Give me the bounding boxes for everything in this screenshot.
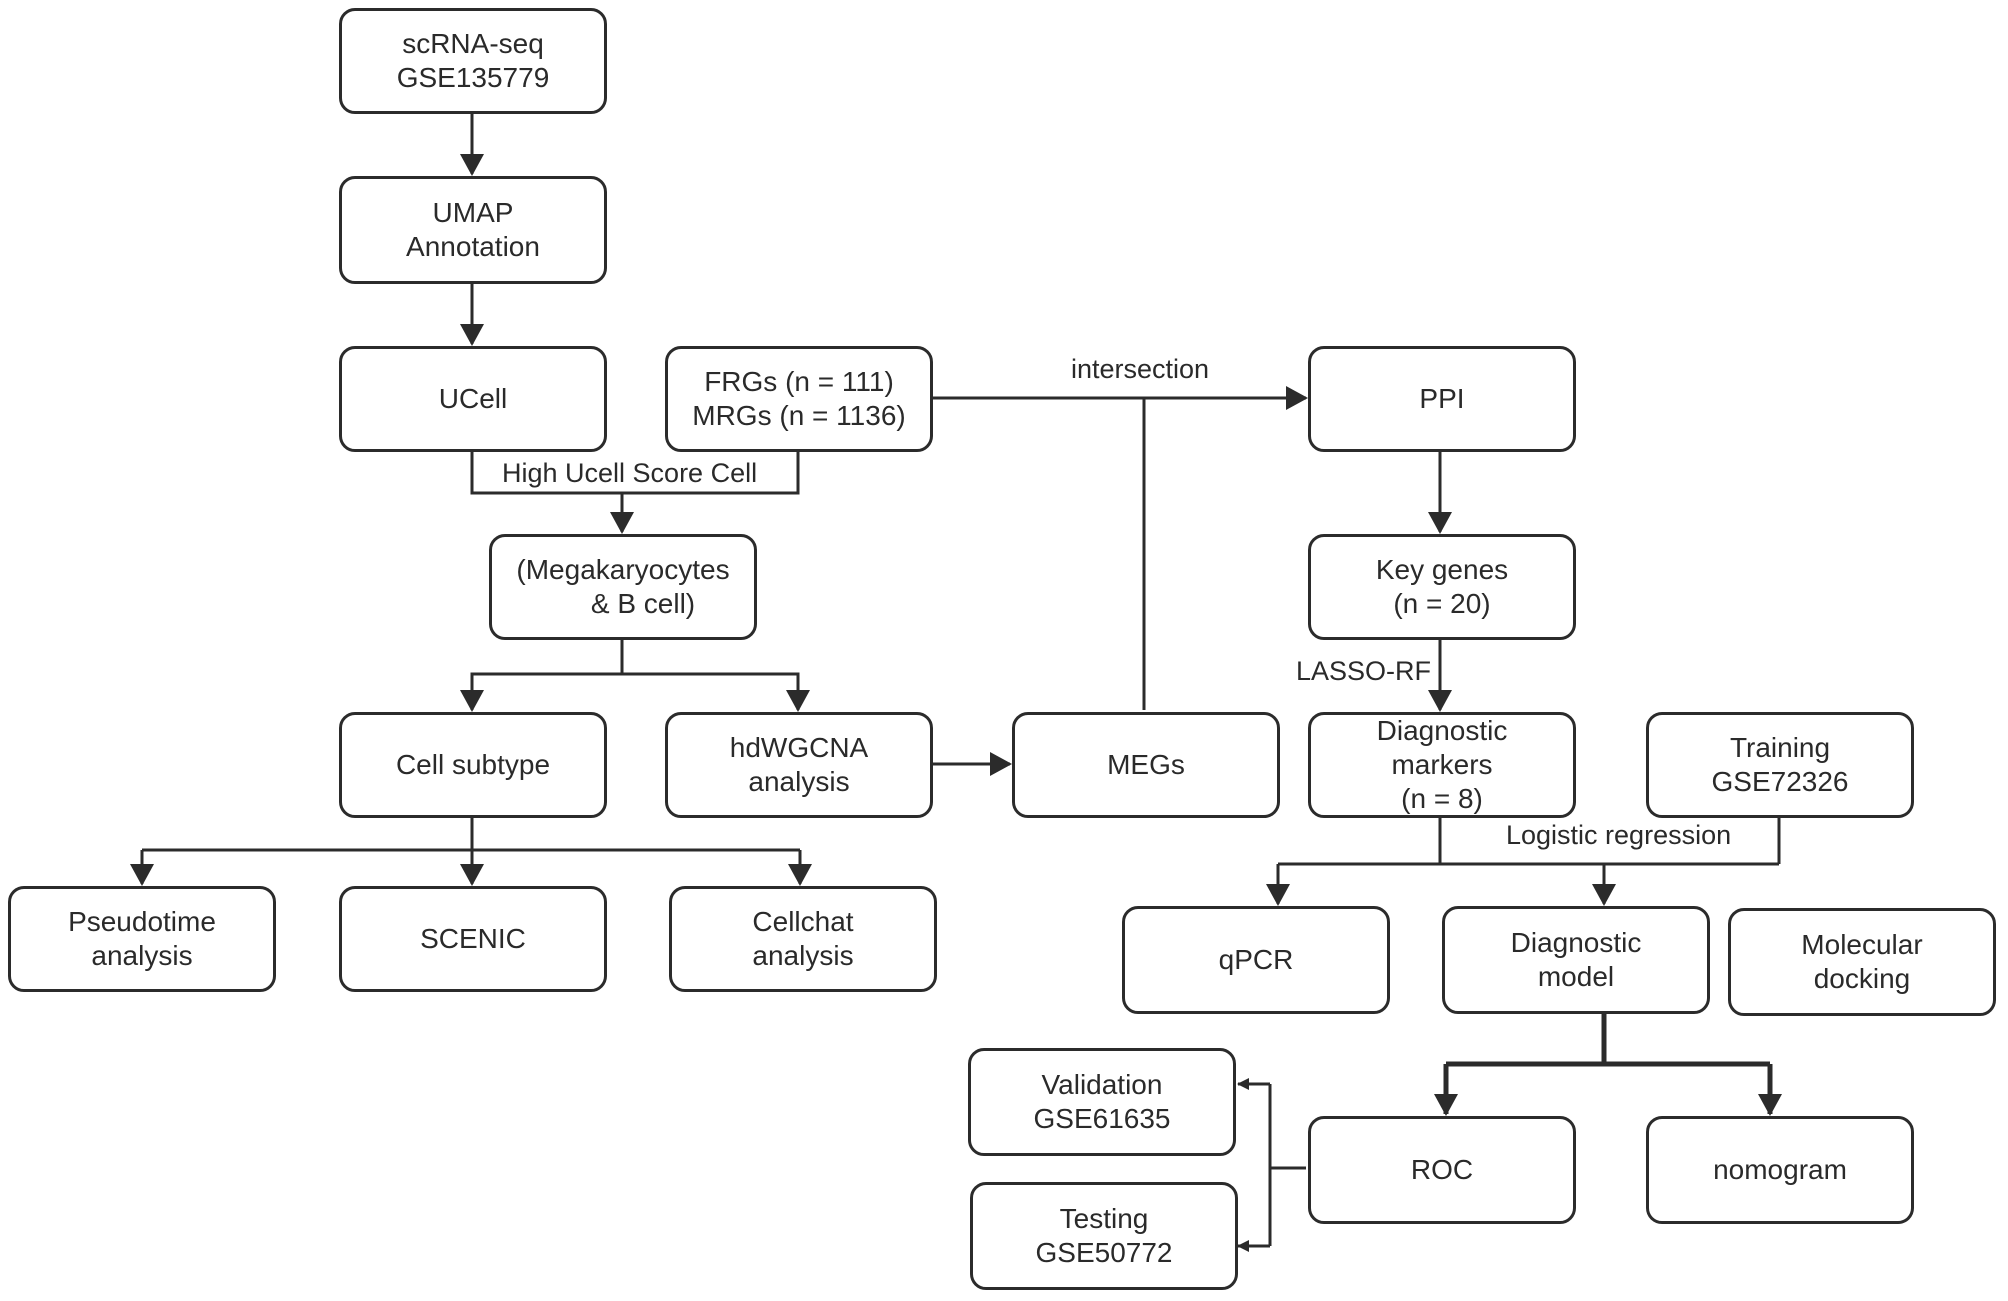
node-key-genes-line1: Key genes bbox=[1375, 554, 1509, 585]
split-megakaryocytes bbox=[470, 640, 624, 706]
node-cell-subtype: Cell subtype bbox=[339, 712, 607, 818]
node-diagnostic-markers-line3: (n = 8) bbox=[1401, 783, 1483, 814]
label-intersection: intersection bbox=[1071, 354, 1210, 384]
node-ucell-line1: UCell bbox=[438, 383, 508, 414]
node-roc: ROC bbox=[1308, 1116, 1576, 1224]
node-umap-line2: Annotation bbox=[406, 231, 540, 262]
node-megs: MEGs bbox=[1012, 712, 1280, 818]
node-testing: Testing GSE50772 bbox=[970, 1182, 1238, 1290]
node-validation-line1: Validation bbox=[1041, 1069, 1163, 1100]
label-logistic-regression: Logistic regression bbox=[1506, 820, 1732, 850]
node-nomogram-line1: nomogram bbox=[1713, 1154, 1847, 1185]
node-qpcr-line1: qPCR bbox=[1218, 944, 1294, 975]
node-molecular-docking-line1: Molecular bbox=[1801, 929, 1923, 960]
node-molecular-docking-line2: docking bbox=[1813, 963, 1911, 994]
node-scrna-seq: scRNA-seq GSE135779 bbox=[339, 8, 607, 114]
node-umap-line1: UMAP bbox=[432, 197, 514, 228]
node-scenic: SCENIC bbox=[339, 886, 607, 992]
node-diagnostic-model-line2: model bbox=[1537, 961, 1615, 992]
node-cell-subtype-line1: Cell subtype bbox=[395, 749, 551, 780]
node-megakaryocytes-line2: & B cell) bbox=[590, 588, 696, 619]
node-diagnostic-model-line1: Diagnostic bbox=[1510, 927, 1642, 958]
label-high-ucell-score-cell: High Ucell Score Cell bbox=[502, 458, 758, 488]
node-testing-line1: Testing bbox=[1059, 1203, 1149, 1234]
node-training-line2: GSE72326 bbox=[1711, 766, 1849, 797]
node-ppi: PPI bbox=[1308, 346, 1576, 452]
node-hdwgcna-line1: hdWGCNA bbox=[729, 732, 869, 763]
node-ppi-line1: PPI bbox=[1419, 383, 1465, 414]
node-roc-line1: ROC bbox=[1410, 1154, 1474, 1185]
node-hdwgcna-line2: analysis bbox=[748, 766, 850, 797]
node-megs-line1: MEGs bbox=[1107, 749, 1185, 780]
node-megakaryocytes-line1: (Megakaryocytes bbox=[516, 554, 730, 585]
node-frgs-mrgs: FRGs (n = 111) MRGs (n = 1136) bbox=[665, 346, 933, 452]
node-megakaryocytes-b-cell: (Megakaryocytes & B cell) bbox=[489, 534, 757, 640]
node-pseudotime-analysis: Pseudotime analysis bbox=[8, 886, 276, 992]
node-nomogram: nomogram bbox=[1646, 1116, 1914, 1224]
node-scrna-seq-line1: scRNA-seq bbox=[402, 28, 544, 59]
node-testing-line2: GSE50772 bbox=[1035, 1237, 1173, 1268]
node-frgs-line1: FRGs (n = 111) bbox=[704, 366, 894, 397]
node-cellchat-line1: Cellchat bbox=[752, 906, 854, 937]
node-diagnostic-model: Diagnostic model bbox=[1442, 906, 1710, 1014]
node-pseudotime-line1: Pseudotime bbox=[68, 906, 216, 937]
bracket-high-ucell bbox=[470, 452, 800, 495]
node-qpcr: qPCR bbox=[1122, 906, 1390, 1014]
node-scrna-seq-line2: GSE135779 bbox=[396, 62, 550, 93]
split-megakaryocytes-right bbox=[622, 672, 800, 706]
node-ucell: UCell bbox=[339, 346, 607, 452]
node-diagnostic-markers-line2: markers bbox=[1391, 749, 1493, 780]
node-hdwgcna-analysis: hdWGCNA analysis bbox=[665, 712, 933, 818]
label-lasso-rf: LASSO-RF bbox=[1296, 656, 1432, 686]
node-diagnostic-markers: Diagnostic markers (n = 8) bbox=[1308, 712, 1576, 818]
node-key-genes: Key genes (n = 20) bbox=[1308, 534, 1576, 640]
node-key-genes-line2: (n = 20) bbox=[1393, 588, 1491, 619]
node-frgs-line2: MRGs (n = 1136) bbox=[692, 400, 906, 431]
node-scenic-line1: SCENIC bbox=[420, 923, 526, 954]
node-diagnostic-markers-line1: Diagnostic bbox=[1376, 715, 1508, 746]
node-training: Training GSE72326 bbox=[1646, 712, 1914, 818]
node-validation: Validation GSE61635 bbox=[968, 1048, 1236, 1156]
node-validation-line2: GSE61635 bbox=[1033, 1103, 1171, 1134]
node-cellchat-line2: analysis bbox=[752, 940, 854, 971]
node-pseudotime-line2: analysis bbox=[91, 940, 193, 971]
node-cellchat-analysis: Cellchat analysis bbox=[669, 886, 937, 992]
node-umap-annotation: UMAP Annotation bbox=[339, 176, 607, 284]
node-molecular-docking: Molecular docking bbox=[1728, 908, 1996, 1016]
node-training-line1: Training bbox=[1729, 732, 1831, 763]
